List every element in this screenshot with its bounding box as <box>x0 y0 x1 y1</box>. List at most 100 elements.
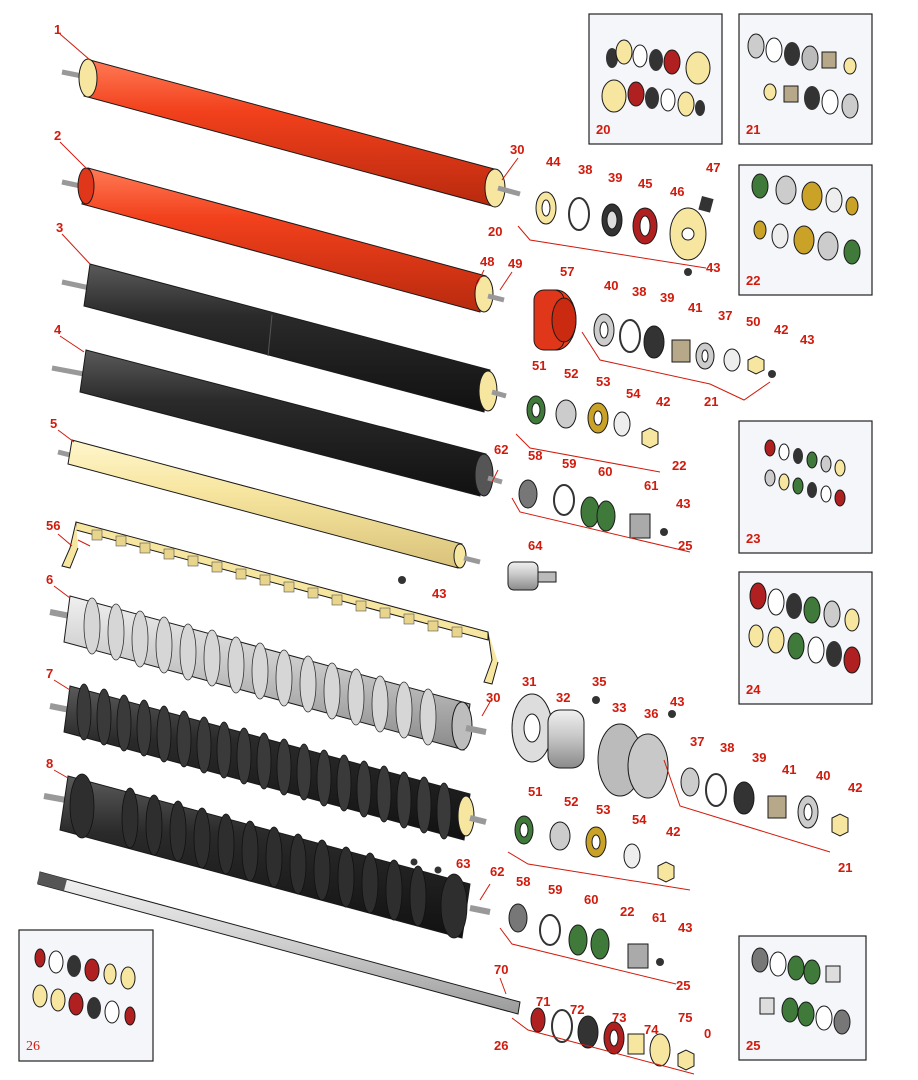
callout-58b: 58 <box>516 874 530 889</box>
callout-labels: 1 2 3 4 5 6 7 8 20 44 38 39 45 46 47 30 … <box>46 22 862 1053</box>
callout-72: 72 <box>570 1002 584 1017</box>
parts-group-22a <box>526 395 659 449</box>
callout-62b: 62 <box>490 864 504 879</box>
inset-22: 22 <box>738 164 873 296</box>
callout-75: 75 <box>678 1010 692 1025</box>
callout-63: 63 <box>456 856 470 871</box>
callout-45: 45 <box>638 176 652 191</box>
parts-group-22b <box>514 815 675 883</box>
callout-0: 0 <box>704 1026 711 1041</box>
callout-62a: 62 <box>494 442 508 457</box>
callout-57: 57 <box>560 264 574 279</box>
callout-54b: 54 <box>632 812 647 827</box>
callout-42d: 42 <box>666 824 680 839</box>
callout-4: 4 <box>54 322 62 337</box>
inset-21-label: 21 <box>746 122 760 137</box>
callout-20a: 20 <box>488 224 502 239</box>
callout-26: 26 <box>494 1038 508 1053</box>
callout-60a: 60 <box>598 464 612 479</box>
callout-73: 73 <box>612 1010 626 1025</box>
callout-44: 44 <box>546 154 561 169</box>
callout-41a: 41 <box>688 300 702 315</box>
inset-23-label: 23 <box>746 531 760 546</box>
callout-41b: 41 <box>782 762 796 777</box>
callout-70: 70 <box>494 962 508 977</box>
callout-5: 5 <box>50 416 57 431</box>
callout-30b: 30 <box>486 690 500 705</box>
callout-46: 46 <box>670 184 684 199</box>
callout-64: 64 <box>528 538 543 553</box>
inset-23: 23 <box>738 420 873 554</box>
inset-20-label: 20 <box>596 122 610 137</box>
roller-7 <box>49 683 487 841</box>
callout-42b: 42 <box>656 394 670 409</box>
callout-25b: 25 <box>676 978 690 993</box>
callout-33: 33 <box>612 700 626 715</box>
callout-1: 1 <box>54 22 61 37</box>
callout-40b: 40 <box>816 768 830 783</box>
parts-group-25b <box>410 858 664 969</box>
leader-lines <box>53 33 831 1075</box>
callout-21b: 21 <box>838 860 852 875</box>
callout-37b: 37 <box>690 734 704 749</box>
callout-60b: 60 <box>584 892 598 907</box>
callout-53b: 53 <box>596 802 610 817</box>
inset-26-label: 26 <box>26 1039 40 1054</box>
callout-35: 35 <box>592 674 606 689</box>
callout-38a: 38 <box>578 162 592 177</box>
callout-39b: 39 <box>660 290 674 305</box>
callout-59b: 59 <box>548 882 562 897</box>
inset-24-label: 24 <box>746 682 761 697</box>
callout-38c: 38 <box>720 740 734 755</box>
roller-5 <box>57 439 481 569</box>
inset-21: 21 <box>738 13 873 145</box>
callout-49: 49 <box>508 256 522 271</box>
shaft-70 <box>36 871 521 1015</box>
callout-61a: 61 <box>644 478 658 493</box>
callout-43a: 43 <box>706 260 720 275</box>
parts-group-21 <box>533 289 776 378</box>
callout-74: 74 <box>644 1022 659 1037</box>
roller-8 <box>43 773 491 939</box>
roller-4 <box>51 349 503 497</box>
callout-52b: 52 <box>564 794 578 809</box>
parts-group-20 <box>535 191 714 276</box>
callout-51a: 51 <box>532 358 546 373</box>
callout-37a: 37 <box>718 308 732 323</box>
inset-25: 25 <box>738 935 867 1061</box>
roller-1 <box>61 58 521 208</box>
callout-7: 7 <box>46 666 53 681</box>
callout-25a: 25 <box>678 538 692 553</box>
callout-71: 71 <box>536 994 550 1009</box>
callout-61b: 61 <box>652 910 666 925</box>
callout-6: 6 <box>46 572 53 587</box>
callout-58a: 58 <box>528 448 542 463</box>
roller-3 <box>61 263 507 413</box>
callout-38b: 38 <box>632 284 646 299</box>
callout-52a: 52 <box>564 366 578 381</box>
parts-group-21b <box>680 767 849 837</box>
callout-39c: 39 <box>752 750 766 765</box>
callout-43f: 43 <box>678 920 692 935</box>
roller-2 <box>61 167 505 313</box>
callout-43b: 43 <box>800 332 814 347</box>
inset-25-label: 25 <box>746 1038 760 1053</box>
callout-51b: 51 <box>528 784 542 799</box>
callout-50: 50 <box>746 314 760 329</box>
callout-40a: 40 <box>604 278 618 293</box>
part-64 <box>398 561 557 591</box>
callout-21a: 21 <box>704 394 718 409</box>
callout-42c: 42 <box>848 780 862 795</box>
inset-22-label: 22 <box>746 273 760 288</box>
parts-group-hub <box>511 693 676 799</box>
inset-26: 26 <box>18 929 154 1062</box>
callout-30a: 30 <box>510 142 524 157</box>
inset-24: 24 <box>738 571 873 705</box>
callout-43e: 43 <box>670 694 684 709</box>
callout-54a: 54 <box>626 386 641 401</box>
callout-56: 56 <box>46 518 60 533</box>
callout-8: 8 <box>46 756 53 771</box>
callout-39a: 39 <box>608 170 622 185</box>
parts-group-26 <box>530 1007 695 1071</box>
